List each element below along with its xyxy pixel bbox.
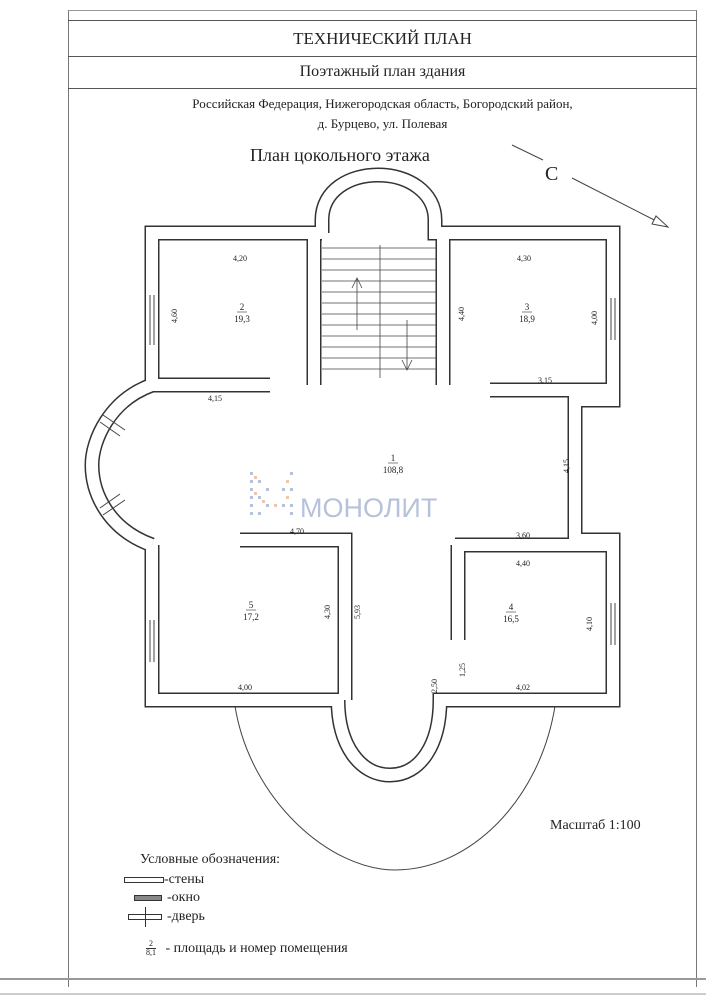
room-label-2: 219,3 bbox=[234, 302, 250, 324]
room-label-3: 318,9 bbox=[519, 302, 535, 324]
door-symbol-icon bbox=[128, 906, 162, 927]
bottom-divider-2 bbox=[0, 993, 706, 995]
svg-text:16,5: 16,5 bbox=[503, 614, 519, 624]
watermark-logo: МОНОЛИТ bbox=[250, 472, 437, 523]
page-frame bbox=[68, 10, 697, 987]
svg-text:3,15: 3,15 bbox=[538, 376, 552, 385]
svg-text:4,02: 4,02 bbox=[516, 683, 530, 692]
svg-text:5: 5 bbox=[249, 600, 254, 610]
svg-text:4,40: 4,40 bbox=[457, 307, 466, 321]
svg-text:4,00: 4,00 bbox=[238, 683, 252, 692]
svg-text:4,30: 4,30 bbox=[323, 605, 332, 619]
svg-text:2: 2 bbox=[240, 302, 245, 312]
svg-text:3,60: 3,60 bbox=[516, 531, 530, 540]
north-label: С bbox=[545, 163, 558, 185]
window-room-2 bbox=[149, 295, 155, 345]
svg-text:17,2: 17,2 bbox=[243, 612, 259, 622]
window-room-5 bbox=[149, 620, 155, 662]
watermark-text: МОНОЛИТ bbox=[300, 493, 437, 523]
window-room-4 bbox=[610, 603, 616, 645]
window-bay-lower bbox=[99, 493, 126, 516]
document-title: ТЕХНИЧЕСКИЙ ПЛАН bbox=[68, 20, 697, 57]
svg-text:19,3: 19,3 bbox=[234, 314, 250, 324]
svg-text:4,20: 4,20 bbox=[233, 254, 247, 263]
address: Российская Федерация, Нижегородская обла… bbox=[68, 94, 697, 134]
address-line-1: Российская Федерация, Нижегородская обла… bbox=[192, 96, 573, 111]
svg-text:4,40: 4,40 bbox=[516, 559, 530, 568]
document-subtitle: Поэтажный план здания bbox=[68, 56, 697, 89]
svg-text:2,50: 2,50 bbox=[430, 679, 439, 693]
address-line-2: д. Бурцево, ул. Полевая bbox=[317, 116, 448, 131]
svg-text:108,8: 108,8 bbox=[383, 465, 404, 475]
svg-text:1,25: 1,25 bbox=[458, 663, 467, 677]
svg-text:4: 4 bbox=[509, 602, 514, 612]
svg-text:18,9: 18,9 bbox=[519, 314, 535, 324]
legend-door: -дверь bbox=[128, 906, 205, 927]
svg-text:4,70: 4,70 bbox=[290, 527, 304, 536]
windows bbox=[99, 295, 616, 662]
legend-title: Условные обозначения: bbox=[140, 852, 281, 867]
svg-text:4,60: 4,60 bbox=[170, 309, 179, 323]
svg-text:4,15: 4,15 bbox=[208, 394, 222, 403]
svg-text:4,15: 4,15 bbox=[562, 459, 571, 473]
window-room-3 bbox=[610, 298, 616, 340]
walls bbox=[84, 167, 621, 783]
svg-text:5,93: 5,93 bbox=[353, 605, 362, 619]
bottom-divider bbox=[0, 978, 706, 980]
svg-text:4,00: 4,00 bbox=[590, 311, 599, 325]
svg-text:4,30: 4,30 bbox=[517, 254, 531, 263]
legend-walls: -стены bbox=[124, 872, 204, 888]
room-label-4: 416,5 bbox=[503, 602, 519, 624]
svg-text:1: 1 bbox=[391, 453, 396, 463]
room-label-1: 1 108,8 bbox=[383, 453, 404, 475]
svg-text:3: 3 bbox=[525, 302, 530, 312]
scale-label: Масштаб 1:100 bbox=[550, 818, 641, 833]
window-symbol-icon bbox=[134, 894, 162, 901]
legend-window: -окно bbox=[134, 890, 200, 906]
wall-symbol-icon bbox=[124, 876, 164, 883]
plan-title: План цокольного этажа bbox=[250, 145, 430, 165]
north-arrow-icon: С bbox=[511, 144, 670, 228]
window-bay-upper bbox=[99, 414, 126, 437]
svg-text:4,10: 4,10 bbox=[585, 617, 594, 631]
staircase bbox=[322, 245, 436, 378]
room-label-5: 517,2 bbox=[243, 600, 259, 622]
dimension-labels: 4,20 4,60 4,15 4,30 4,40 4,00 3,15 4,15 … bbox=[170, 254, 599, 693]
terrace-outline bbox=[234, 705, 556, 871]
